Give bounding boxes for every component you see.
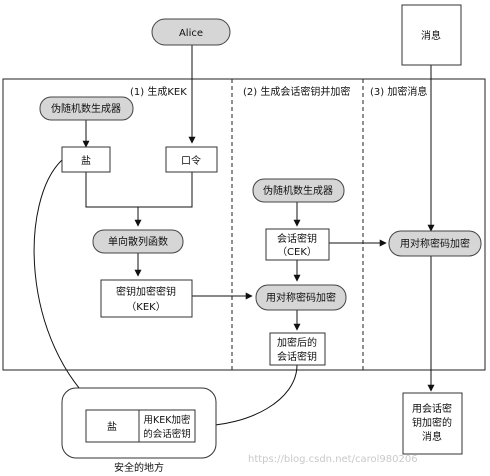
safe-place-label: 安全的地方 (114, 461, 164, 474)
stored-key-box (138, 409, 196, 443)
encrypted-message-box (402, 392, 463, 455)
salt-label: 盐 (81, 154, 91, 167)
cek-label-line2: （CEK） (277, 246, 317, 258)
stored-salt-label: 盐 (107, 420, 117, 433)
password-box (165, 146, 218, 173)
stored-key-line1: 用KEK加密 (144, 414, 191, 426)
edge-salt-to-hash (85, 172, 142, 227)
message-label: 消息 (421, 29, 441, 42)
prng-label-2: 伪随机数生成器 (263, 184, 333, 197)
stored-salt-box (85, 409, 140, 443)
section-label-2: (2) 生成会话密钥并加密 (243, 85, 350, 98)
encrypted-message-line3: 消息 (422, 430, 442, 443)
kek-label-line1: 密钥加密密钥 (116, 285, 176, 298)
message-box (401, 4, 462, 66)
symmetric-encrypt-node-2 (255, 284, 347, 311)
kek-box (100, 279, 193, 318)
hash-label: 单向散列函数 (108, 235, 168, 248)
alice-node (151, 18, 231, 46)
alice-label: Alice (179, 28, 203, 39)
edge-salt-to-safe-storage (33, 159, 101, 411)
encrypted-session-key-line1: 加密后的 (277, 336, 317, 349)
prng-node-2 (252, 178, 345, 203)
edge-password-to-hash (138, 172, 193, 208)
prng-node-1 (39, 96, 134, 121)
hash-node (92, 229, 184, 254)
kek-label-line2: （KEK） (126, 301, 165, 313)
prng-label-1: 伪随机数生成器 (51, 102, 121, 115)
stored-key-line2: 的会话密钥 (143, 428, 191, 440)
watermark: https://blog.csdn.net/carol980206 (248, 454, 418, 465)
process-frame (2, 78, 486, 371)
salt-box (61, 146, 111, 173)
encrypted-session-key-line2: 会话密钥 (277, 350, 317, 363)
encrypted-session-key-box (269, 332, 326, 366)
encrypted-message-line1: 用会话密 (412, 402, 452, 415)
encrypted-message-line2: 钥加密的 (412, 416, 452, 429)
cek-box (265, 228, 330, 261)
symmetric-encrypt-label-2: 用对称密码加密 (266, 291, 336, 304)
cek-label-line1: 会话密钥 (277, 232, 317, 245)
symmetric-encrypt-label-3: 用对称密码加密 (400, 237, 470, 250)
section-label-1: (1) 生成KEK (130, 85, 187, 98)
password-label: 口令 (181, 154, 201, 167)
symmetric-encrypt-node-3 (388, 230, 482, 257)
section-label-3: (3) 加密消息 (370, 85, 427, 98)
